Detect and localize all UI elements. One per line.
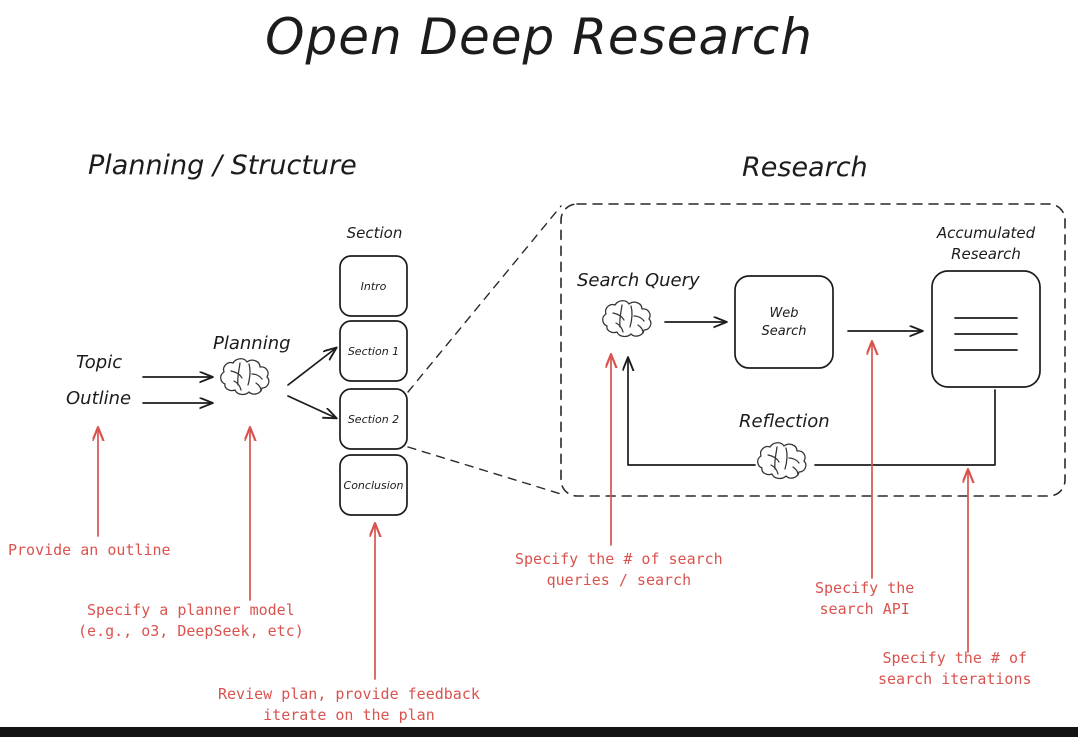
line-accumulated-to-reflection bbox=[814, 389, 996, 466]
planner-label: Planning bbox=[213, 333, 291, 354]
accumulated-research-box bbox=[931, 270, 1041, 388]
brain-icon-planner bbox=[220, 358, 270, 396]
annotation-search-api: Specify the search API bbox=[815, 579, 915, 618]
web-search-label-line1: Web bbox=[769, 306, 799, 321]
heading-planning-structure: Planning / Structure bbox=[88, 150, 357, 181]
brain-icon-search-query bbox=[602, 300, 652, 338]
annotation-search-iterations: Specify the # of search iterations bbox=[878, 649, 1032, 688]
arrow-reflection-to-query bbox=[628, 358, 756, 466]
section-label-conclusion[interactable]: Conclusion bbox=[343, 479, 404, 492]
arrow-planner-to-section2 bbox=[287, 395, 336, 418]
zoom-connector-top bbox=[407, 205, 562, 393]
heading-research: Research bbox=[742, 152, 868, 183]
page-title: Open Deep Research bbox=[265, 8, 813, 66]
bottom-bar bbox=[0, 727, 1078, 737]
annotation-planner-model: Specify a planner model (e.g., o3, DeepS… bbox=[78, 601, 304, 640]
zoom-connector-bottom bbox=[407, 446, 562, 495]
accumulated-research-label-line1: Accumulated bbox=[936, 224, 1036, 242]
annotation-provide-outline: Provide an outline bbox=[8, 541, 171, 559]
section-label-section-1[interactable]: Section 1 bbox=[347, 345, 400, 358]
input-label-topic: Topic bbox=[76, 352, 123, 373]
search-query-label: Search Query bbox=[577, 270, 700, 291]
web-search-label-line2: Search bbox=[761, 324, 807, 339]
section-column-label: Section bbox=[346, 224, 403, 242]
reflection-label: Reflection bbox=[739, 411, 830, 432]
arrow-planner-to-section1 bbox=[287, 348, 336, 386]
web-search-box bbox=[734, 275, 834, 369]
section-label-section-2[interactable]: Section 2 bbox=[347, 413, 400, 426]
annotation-review-plan: Review plan, provide feedback iterate on… bbox=[218, 685, 480, 724]
input-label-outline: Outline bbox=[66, 388, 132, 409]
accumulated-research-label-line2: Research bbox=[951, 245, 1021, 263]
brain-icon-reflection bbox=[757, 442, 807, 480]
annotation-search-queries: Specify the # of search queries / search bbox=[515, 550, 723, 589]
section-label-intro[interactable]: Intro bbox=[360, 280, 387, 293]
